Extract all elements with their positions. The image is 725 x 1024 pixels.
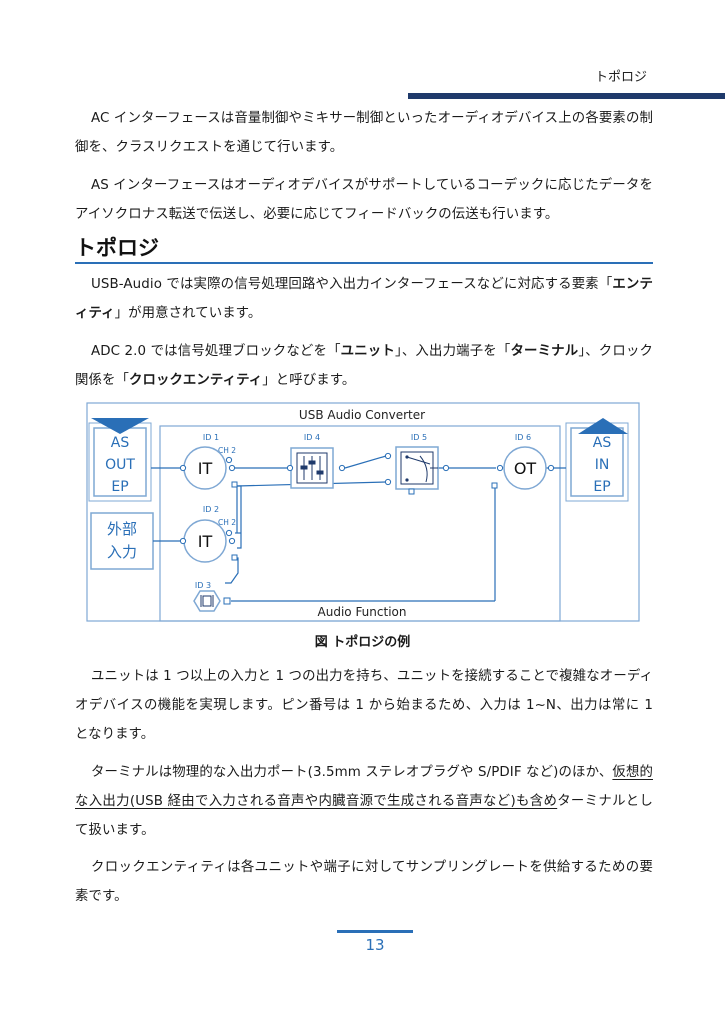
page-number-rule (337, 930, 413, 933)
section-title: トポロジ (75, 236, 159, 260)
node-text: OT (514, 459, 537, 478)
node-id-label: ID 3 (195, 581, 211, 590)
topology-diagram: USB Audio Converter Audio Function AS OU… (86, 402, 640, 622)
node-id-label: ID 5 (411, 433, 427, 442)
channel-label: CH 2 (218, 446, 236, 455)
mixer-slider-icon (300, 456, 324, 480)
text-run: 」、入出力端子を「 (394, 344, 511, 359)
as-in-text: AS (593, 435, 612, 451)
node-id-label: ID 2 (203, 505, 219, 514)
audio-function-label: Audio Function (318, 605, 407, 619)
usb-audio-converter-label: USB Audio Converter (299, 408, 425, 422)
as-out-text: AS (111, 435, 130, 451)
feature-unit: ID 4 (286, 433, 346, 489)
as-out-ep-block: AS OUT EP (88, 418, 152, 502)
input-terminal-1: ID 1 CH 2 IT (179, 433, 238, 490)
header-rule (408, 93, 725, 99)
bold-term-terminal: ターミナル (510, 344, 579, 359)
as-in-text: IN (595, 457, 610, 473)
paragraph-unit: ユニットは 1 つ以上の入力と 1 つの出力を持ち、ユニットを接続することで複雑… (75, 669, 653, 742)
usb-audio-converter-frame (86, 402, 640, 622)
underlined-text: 仮想的な入出力(USB 経由で入力される音声や内臓音源で生成される音声など)も含… (75, 765, 653, 809)
crystal-icon (202, 595, 212, 607)
as-out-text: EP (111, 479, 128, 495)
selector-unit: ID 5 (384, 433, 450, 495)
text-run: ターミナルとして扱います。 (75, 794, 653, 838)
node-id-label: ID 1 (203, 433, 219, 442)
text-run: ADC 2.0 では信号処理ブロックなどを「 (91, 344, 341, 359)
clock-source: ID 3 (193, 581, 231, 612)
as-in-text: EP (593, 479, 610, 495)
audio-function-frame (159, 425, 561, 622)
page-number: 13 (365, 936, 385, 954)
paragraph-clock-entity: クロックエンティティは各ユニットや端子に対してサンプリングレートを供給するための… (75, 860, 653, 904)
text-run: 」と呼びます。 (262, 373, 356, 388)
node-text: IT (198, 459, 213, 478)
paragraph-terminal: ターミナルは物理的な入出力ポート(3.5mm ステレオプラグや S/PDIF な… (75, 758, 653, 845)
bold-term-entity: エンティティ (75, 277, 653, 321)
input-terminal-2: ID 2 CH 2 IT (179, 505, 238, 563)
node-text: IT (198, 532, 213, 551)
section-rule (75, 262, 653, 264)
down-arrow-icon (91, 418, 149, 434)
channel-label: CH 2 (218, 518, 236, 527)
external-input-block: 外部 入力 (90, 512, 154, 570)
paragraph-adc20: ADC 2.0 では信号処理ブロックなどを「ユニット」、入出力端子を「ターミナル… (75, 337, 653, 395)
bold-term-unit: ユニット (340, 344, 395, 359)
paragraph-entity: USB-Audio では実際の信号処理回路や入出力インターフェースなどに対応する… (75, 270, 653, 328)
text-run: USB-Audio では実際の信号処理回路や入出力インターフェースなどに対応する… (91, 277, 613, 292)
up-arrow-icon (578, 418, 628, 434)
switch-icon (405, 455, 438, 483)
as-out-text: OUT (105, 457, 135, 473)
output-terminal: ID 6 OT (491, 433, 555, 490)
running-head: トポロジ (594, 70, 647, 85)
text-run: 」、クロック関係を「 (75, 344, 654, 388)
text-run: 」が用意されています。 (114, 306, 262, 321)
figure-caption: 図 トポロジの例 (314, 635, 411, 650)
ext-input-text: 入力 (107, 543, 137, 561)
paragraph-ac-interface: AC インターフェースは音量制御やミキサー制御といったオーディオデバイス上の各要… (75, 111, 653, 155)
text-run: ターミナルは物理的な入出力ポート(3.5mm ステレオプラグや S/PDIF な… (91, 765, 613, 780)
paragraph-as-interface: AS インターフェースはオーディオデバイスがサポートしているコーデックに応じたデ… (75, 178, 653, 222)
node-id-label: ID 4 (304, 433, 320, 442)
as-in-ep-block: AS IN EP (565, 418, 629, 502)
ext-input-text: 外部 (107, 520, 137, 538)
bold-term-clock-entity: クロックエンティティ (128, 373, 263, 388)
node-id-label: ID 6 (515, 433, 531, 442)
